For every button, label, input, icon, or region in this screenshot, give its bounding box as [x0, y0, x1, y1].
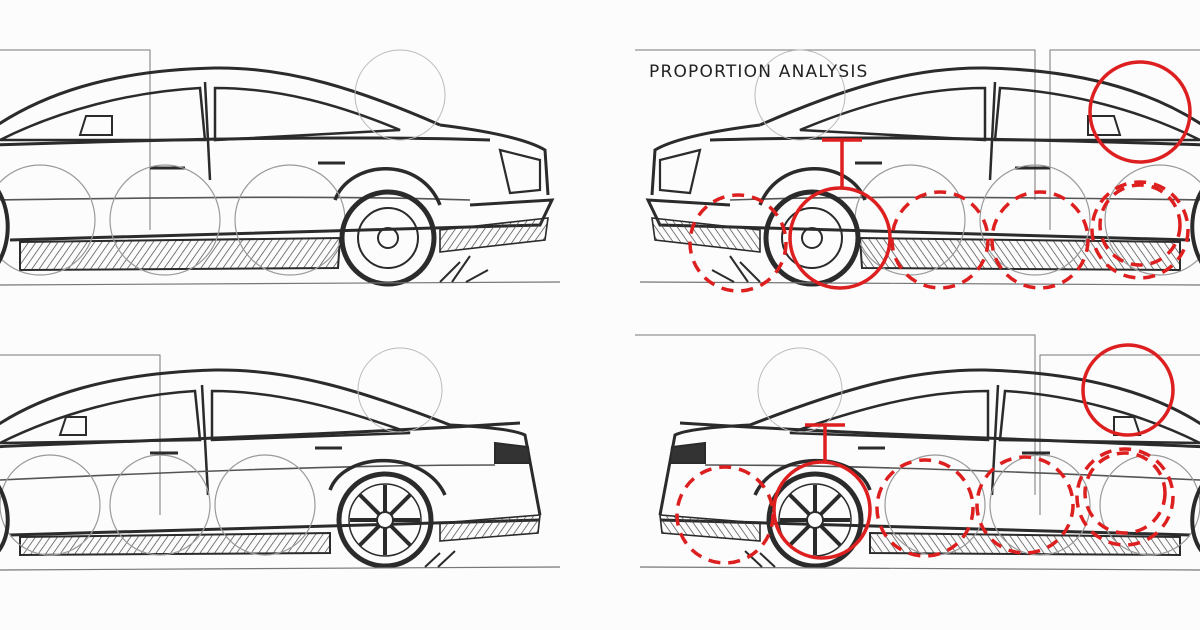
proportion-markup [688, 60, 1192, 293]
proportion-markup [675, 343, 1175, 565]
car-sketch-older-sedan-analysis [635, 0, 1200, 293]
car-sketch-newer-sedan-analysis [635, 334, 1200, 630]
panel-top-right [600, 0, 1200, 315]
panel-bottom-left [0, 315, 600, 630]
car-sketch-older-sedan [0, 0, 600, 315]
panel-bottom-right [600, 315, 1200, 630]
car-sketch-newer-sedan [0, 315, 600, 630]
analysis-title: PROPORTION ANALYSIS [649, 62, 869, 82]
panel-top-left [0, 0, 600, 315]
